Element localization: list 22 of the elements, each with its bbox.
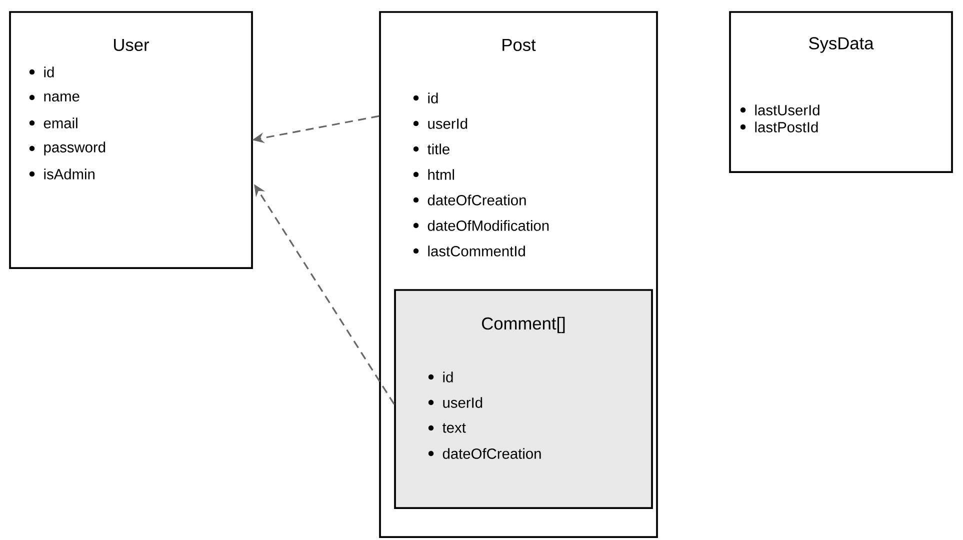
list-item: dateOfCreation [428,194,526,206]
box-title: SysData [809,37,874,53]
list-item: id [428,92,438,104]
list-item: email [44,118,78,128]
list-item: text [442,423,466,433]
box-title: Comment[] [482,316,565,334]
list-item: password [44,142,106,156]
list-item: userId [443,397,482,408]
list-item: dateOfModification [428,220,549,231]
list-item: dateOfCreation [442,448,541,459]
list-item: lastUserId [755,104,820,116]
list-item: name [44,94,80,102]
box-title: Post [502,38,536,52]
list-item: isAdmin [44,168,94,180]
list-item: title [428,144,450,154]
list-item: userId [428,118,468,129]
list-item: lastPostId [755,122,818,132]
list-item: lastCommentId [428,246,525,256]
list-item: id [44,66,54,78]
list-item: html [428,169,454,180]
box-title: User [114,38,149,52]
list-item: id [443,372,453,382]
